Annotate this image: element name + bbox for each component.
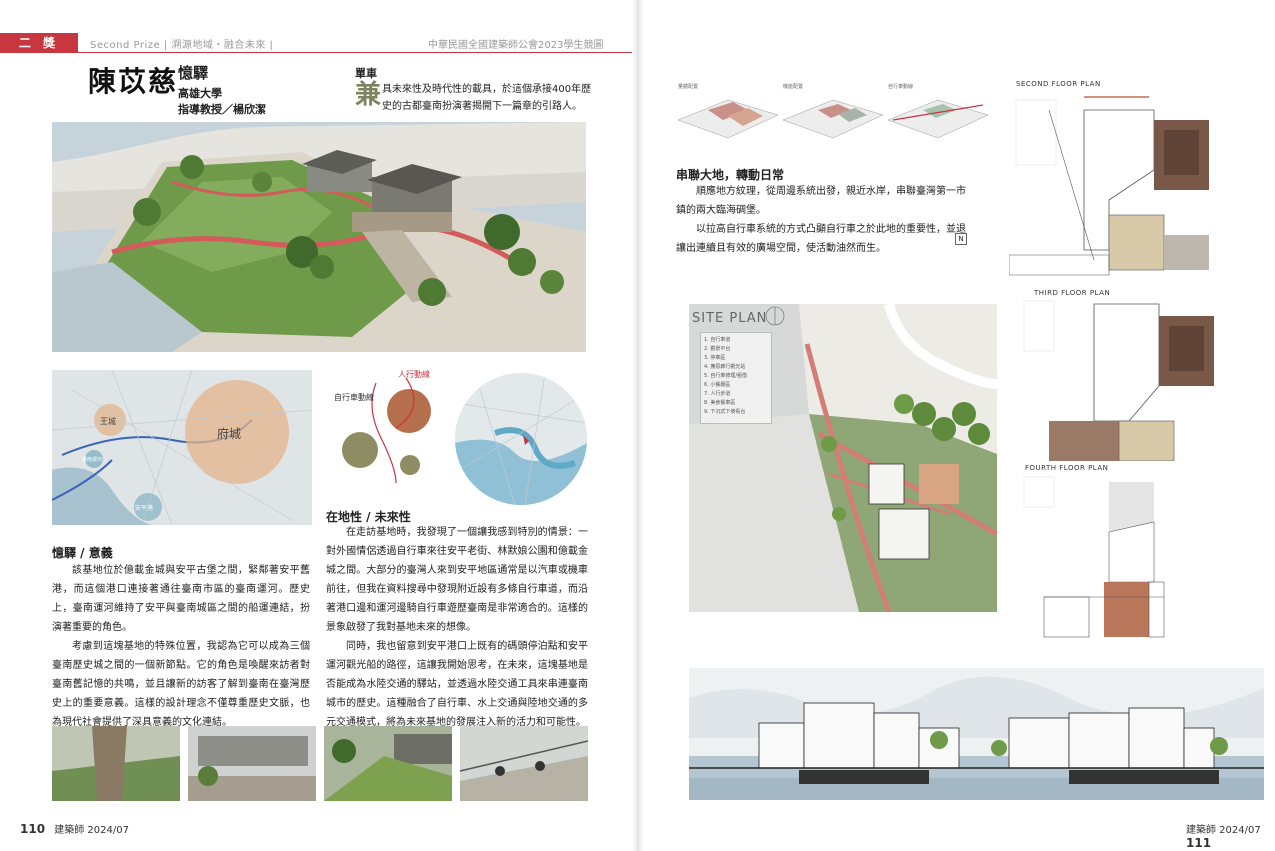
section-body-memory: 該基地位於億載金城與安平古堡之間，緊鄰著安平舊港，而這個港口連接著通往臺南市區的… bbox=[52, 561, 310, 732]
header-left-label: Second Prize | 溯源地域・融合未來 | bbox=[90, 40, 274, 51]
section-drawing bbox=[689, 668, 1264, 800]
third-floor-title: THIRD FLOOR PLAN bbox=[1034, 289, 1111, 297]
axon-label-2: 機能配置 bbox=[783, 83, 803, 90]
rendering-strip bbox=[52, 726, 589, 801]
walk-flow-label: 人行動線 bbox=[398, 369, 430, 379]
footer-right: 建築師 2024/07 111 bbox=[1186, 821, 1275, 850]
fourth-floor-plan-art bbox=[1023, 476, 1165, 638]
axon-diagrams: 量體配置 機能配置 自行車動線 bbox=[677, 80, 989, 140]
round-site-map-art bbox=[455, 373, 587, 505]
footer-left: 110 建築師 2024/07 bbox=[20, 821, 129, 836]
site-legend-item: 1. 自行車道 bbox=[704, 337, 731, 343]
section-drawing-art bbox=[689, 668, 1264, 800]
advisor-name: 指導教授／楊欣潔 bbox=[178, 103, 266, 116]
third-floor-plan bbox=[1019, 296, 1264, 462]
magazine-label-right: 建築師 2024/07 bbox=[1186, 825, 1261, 836]
hero-rendering bbox=[52, 122, 586, 352]
site-legend-item: 2. 觀景平台 bbox=[704, 346, 731, 352]
fourth-floor-title: FOURTH FLOOR PLAN bbox=[1025, 464, 1109, 472]
page-number-left: 110 bbox=[20, 822, 46, 836]
future-paragraph-1: 在走訪基地時，我發現了一個讓我感到特別的情景：一對外國情侶透過自行車來往安平老街… bbox=[326, 527, 588, 633]
header-right-label: 中華民國全國建築師公會2023學生競圖 bbox=[428, 40, 604, 51]
connect-paragraph-1: 順應地方紋理，從周邊系統出發，親近水岸，串聯臺灣第一市鎮的兩大臨海碉堡。 bbox=[676, 186, 966, 216]
page-number-right: 111 bbox=[1186, 836, 1212, 850]
author-name: 陳苡慈 bbox=[88, 65, 179, 98]
site-legend-item: 6. 小餐廳區 bbox=[704, 382, 731, 388]
section-body-future: 在走訪基地時，我發現了一個讓我感到特別的情景：一對外國情侶透過自行車來往安平老街… bbox=[326, 523, 588, 732]
memory-paragraph-2: 考慮到這塊基地的特殊位置，我認為它可以成為三個臺南歷史城之間的一個新節點。它的角… bbox=[52, 641, 310, 728]
context-map-art: 府城 王城 安平港 臺南運河 bbox=[52, 370, 312, 525]
project-title: 憶驛 bbox=[178, 64, 209, 82]
memory-paragraph-1: 該基地位於億載金城與安平古堡之間，緊鄰著安平舊港，而這個港口連接著通往臺南市區的… bbox=[52, 565, 310, 633]
site-legend-item: 9. 下沉式下坡看台 bbox=[704, 409, 746, 415]
site-legend-list: 1. 自行車道 2. 觀景平台 3. 停車區 4. 撫思廊行觀光站 5. 自行車修理/租… bbox=[704, 336, 768, 417]
page-gutter bbox=[632, 0, 644, 851]
site-plan-legend: 1. 自行車道 2. 觀景平台 3. 停車區 4. 撫思廊行觀光站 5. 自行車修理/租… bbox=[700, 332, 772, 424]
site-legend-item: 5. 自行車修理/租借 bbox=[704, 373, 748, 379]
rendering-strip-art bbox=[52, 726, 589, 801]
second-floor-plan bbox=[1008, 90, 1264, 280]
site-legend-item: 7. 人行步道 bbox=[704, 391, 731, 397]
bike-flow-label: 自行車動線 bbox=[334, 392, 374, 402]
map-label-wangcheng: 王城 bbox=[100, 417, 116, 426]
axon-label-1: 量體配置 bbox=[678, 83, 698, 90]
intro-dropcap: 兼 bbox=[355, 80, 382, 110]
right-page: 量體配置 機能配置 自行車動線 串聯大地，轉動日常 順應地方紋理，從周邊系統出發… bbox=[644, 0, 1275, 851]
connect-paragraph-2: 以拉高自行車系統的方式凸顯自行車之於此地的重要性，並退讓出連續且有效的廣場空間，… bbox=[676, 224, 966, 254]
site-plan-title: SITE PLAN bbox=[692, 311, 768, 326]
site-legend-item: 4. 撫思廊行觀光站 bbox=[704, 364, 746, 370]
magazine-label-left: 建築師 2024/07 bbox=[54, 825, 129, 836]
map-label-canal: 臺南運河 bbox=[82, 456, 102, 463]
section-heading-connect: 串聯大地，轉動日常 bbox=[676, 168, 785, 182]
fourth-floor-plan bbox=[1019, 472, 1264, 647]
school-name: 高雄大學 bbox=[178, 87, 222, 100]
context-map: 府城 王城 安平港 臺南運河 bbox=[52, 370, 312, 525]
intro-text: 具未來性及時代性的載具，於這個承接400年歷史的古都臺南扮演著揭開下一篇章的引路… bbox=[382, 84, 592, 112]
future-paragraph-2: 同時，我也留意到安平港口上既有的碼頭停泊點和安平運河觀光船的路徑，這讓我開始思考… bbox=[326, 641, 588, 728]
second-floor-plan-art bbox=[1008, 96, 1209, 276]
site-legend-item: 8. 美食餐車區 bbox=[704, 400, 736, 406]
site-legend-item: 3. 停車區 bbox=[704, 355, 726, 361]
axon-diagrams-art: 量體配置 機能配置 自行車動線 bbox=[677, 83, 989, 139]
award-badge: 二 獎 bbox=[0, 33, 78, 53]
section-heading-future: 在地性 / 未來性 bbox=[326, 510, 411, 524]
section-heading-memory: 憶驛 / 意義 bbox=[52, 546, 113, 560]
left-page: 二 獎 Second Prize | 溯源地域・融合未來 | 中華民國全國建築師… bbox=[0, 0, 632, 851]
map-label-port: 安平港 bbox=[135, 504, 153, 512]
axon-label-3: 自行車動線 bbox=[888, 83, 913, 90]
flow-diagram-art: 人行動線 自行車動線 bbox=[334, 369, 431, 484]
section-body-connect: 順應地方紋理，從周邊系統出發，親近水岸，串聯臺灣第一市鎮的兩大臨海碉堡。 以拉高… bbox=[676, 182, 966, 258]
intro-heading: 單車 bbox=[355, 67, 377, 80]
hero-rendering-art bbox=[52, 122, 586, 352]
second-floor-title: SECOND FLOOR PLAN bbox=[1016, 80, 1101, 88]
header-divider bbox=[0, 52, 632, 53]
end-mark: N bbox=[955, 233, 967, 245]
third-floor-plan-art bbox=[1023, 300, 1214, 462]
round-site-map bbox=[455, 373, 587, 505]
map-label-city: 府城 bbox=[217, 426, 241, 441]
flow-diagram: 人行動線 自行車動線 bbox=[326, 368, 446, 484]
